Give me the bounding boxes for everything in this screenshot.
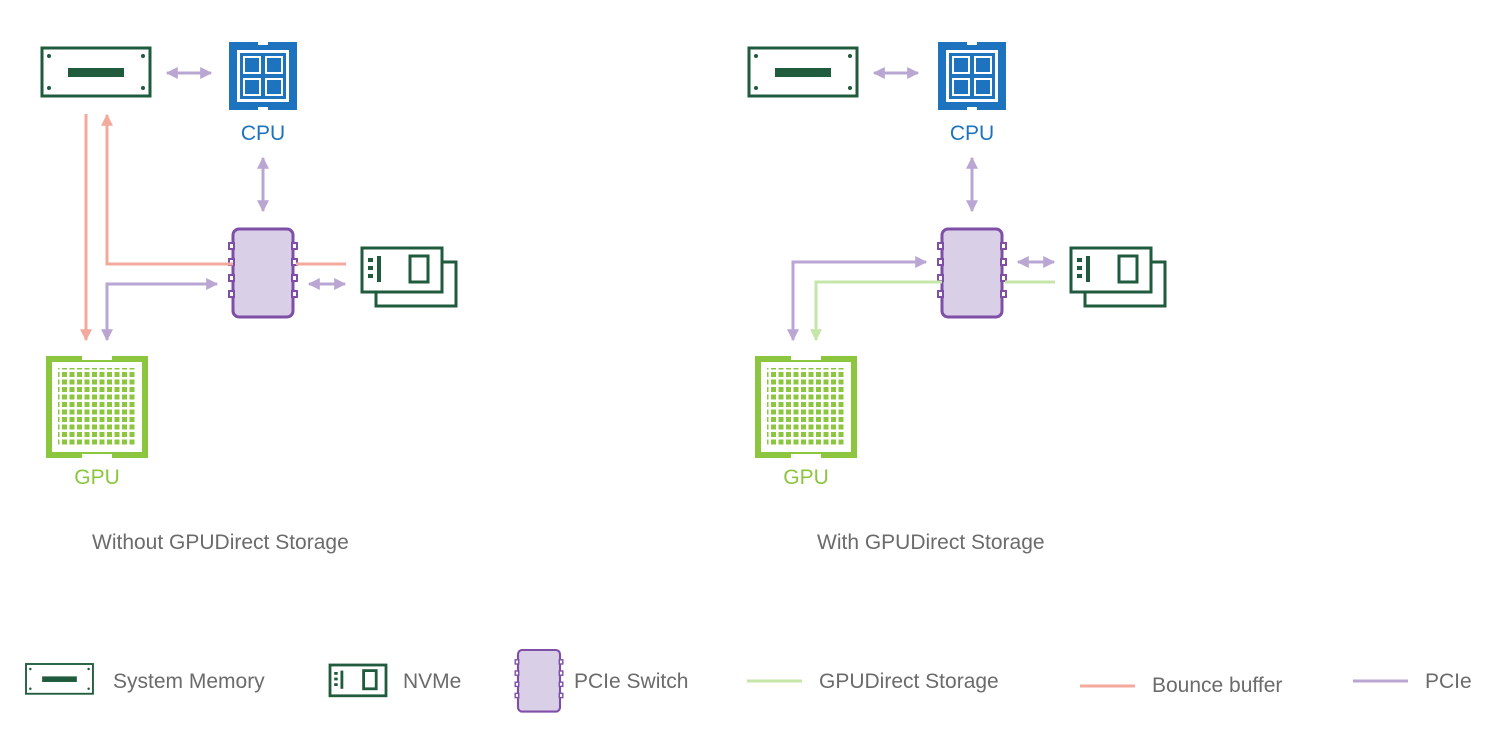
legend-nvme-label: NVMe — [403, 670, 461, 693]
legend-system-memory-label: System Memory — [113, 670, 265, 693]
legend-pcie: PCIe — [1353, 670, 1472, 693]
right-cpu-label: CPU — [950, 122, 994, 145]
legend-bounce-buffer-label: Bounce buffer — [1152, 674, 1282, 697]
right-gpu-label: GPU — [783, 466, 829, 489]
legend-gpudirect-storage-label: GPUDirect Storage — [819, 670, 999, 693]
legend-system-memory-icon — [25, 663, 94, 695]
legend-bounce-buffer: Bounce buffer — [1080, 674, 1282, 697]
legend-pcie-switch-label: PCIe Switch — [574, 670, 688, 693]
right-pcie-switch-icon — [936, 227, 1008, 319]
legend-nvme: NVMe — [328, 663, 461, 698]
left-cpu-icon — [229, 42, 297, 110]
left-pcie-link-switch-gpu — [101, 278, 219, 342]
left-nvme-icon — [360, 246, 458, 308]
right-system-memory-icon — [747, 46, 859, 98]
left-pcie-switch-icon — [227, 227, 299, 319]
legend-system-memory: System Memory — [25, 663, 265, 695]
right-gpu-icon — [755, 356, 857, 458]
right-diagram: CPU GPU With GPUDirect Storage — [747, 42, 1167, 554]
left-cpu-label: CPU — [241, 122, 285, 145]
left-bounce-up — [101, 113, 233, 266]
left-caption: Without GPUDirect Storage — [92, 531, 349, 554]
left-system-memory-icon — [40, 46, 152, 98]
right-caption: With GPUDirect Storage — [817, 531, 1045, 554]
right-gds-switch-gpu — [810, 280, 942, 342]
legend-nvme-icon — [328, 663, 388, 698]
right-pcie-link-switch-gpu — [787, 256, 928, 342]
right-cpu-icon — [938, 42, 1006, 110]
legend-pcie-switch-icon — [514, 648, 564, 713]
left-diagram: CPU GPU Without GPUDirect Storage — [40, 42, 458, 554]
left-gpu-icon — [46, 356, 148, 458]
legend-gpudirect-storage: GPUDirect Storage — [747, 670, 999, 693]
left-gpu-label: GPU — [74, 466, 120, 489]
legend-pcie-switch: PCIe Switch — [514, 648, 688, 713]
right-nvme-icon — [1069, 246, 1167, 308]
legend-pcie-label: PCIe — [1425, 670, 1472, 693]
legend: System Memory NVMe PCIe Switch GPUDi — [25, 648, 1472, 713]
